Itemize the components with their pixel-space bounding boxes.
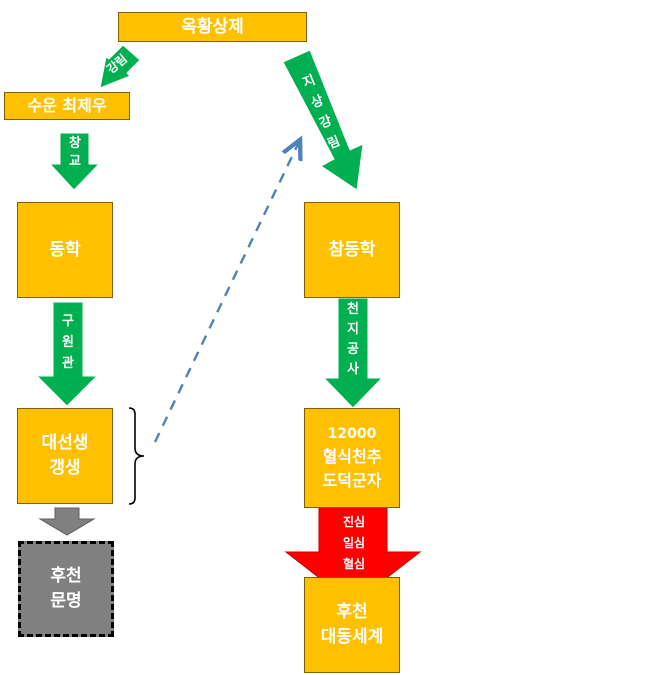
suun-box: 수운 최제우	[4, 92, 130, 120]
cheorsik-box: 12000 혈식천추 도덕군자	[304, 408, 400, 508]
dashed-arrow	[153, 144, 298, 443]
guwongwan-arrow	[35, 301, 99, 407]
chamdonghak-label: 참동학	[328, 239, 376, 260]
gray-arrow	[38, 507, 96, 536]
suun-label: 수운 최제우	[27, 96, 107, 116]
bracket	[128, 407, 145, 505]
okhwang-box: 옥황상제	[118, 12, 307, 42]
cheonji-arrow	[322, 297, 384, 409]
changgyo-label: 창 교	[69, 136, 81, 169]
okhwang-label: 옥황상제	[181, 16, 244, 37]
guwongwan-label: 구 원 관	[62, 314, 74, 371]
donghak-label: 동학	[49, 239, 81, 260]
chamdonghak-box: 참동학	[304, 202, 400, 298]
cheonji-label: 천 지 공 사	[347, 302, 359, 378]
jinsim-label: 진심 일심 혈심	[342, 515, 366, 571]
jisang-arrow	[282, 49, 364, 191]
hucheon-munmyeong-box: 후천 문명	[18, 541, 114, 637]
changgyo-arrow	[48, 132, 101, 191]
daeseonsaeng-box: 대선생 갱생	[17, 408, 113, 504]
gangrim-arrow	[99, 44, 141, 89]
daedong-box: 후천 대동세계	[304, 577, 400, 673]
donghak-box: 동학	[17, 202, 113, 298]
